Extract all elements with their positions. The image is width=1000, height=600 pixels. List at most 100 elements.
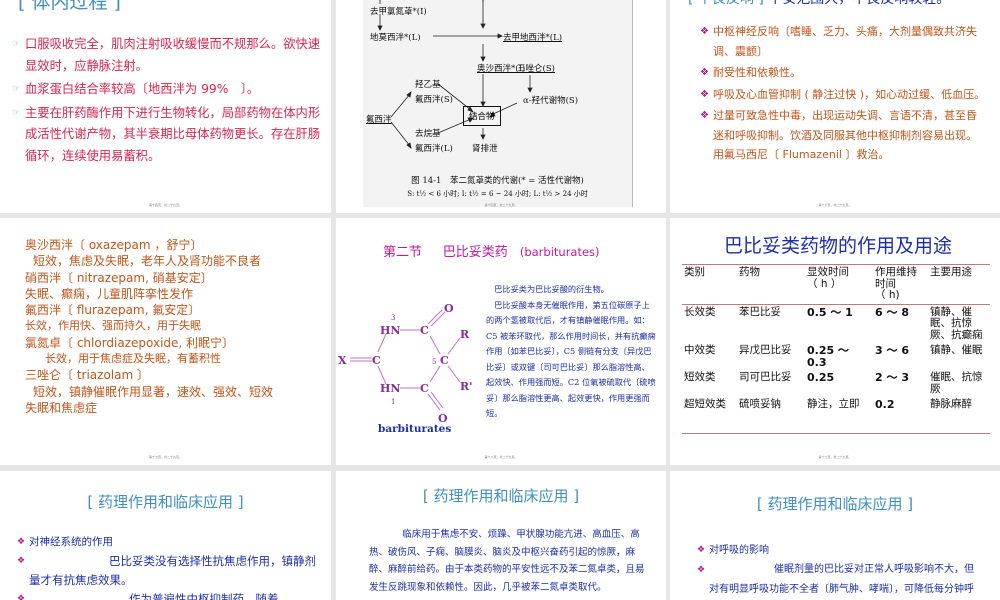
figure-caption: 图 14-1 苯二氮䓬类的代谢(* = 活性代谢物) (411, 176, 584, 186)
column-header: 显效时间（ h ） (807, 266, 849, 290)
table-row: 长效类 苯巴比妥 0.5 ～ 1 6 ～ 8 镇静、催眠、抗惊厥、抗癫痫 (684, 305, 983, 341)
section-title: 第二节 巴比妥类药 (barbiturates) (383, 245, 600, 260)
scanned-diagram: 去甲氯氮䓬*(I) 地莫西泮*(L) 去甲地西泮*(L) 奥沙西泮*(I) 三唑… (363, 0, 633, 207)
svg-text:X: X (338, 354, 347, 367)
bullet-list: ☞口服吸收完全，肌肉注射吸收缓慢而不规那么。欲快速显效时，应静脉注射。 ☞血浆蛋… (12, 34, 323, 169)
bullet-item: ❖呼吸及心血管抑制 ( 静注过快 )，如心动过缓、低血压。 (700, 85, 986, 105)
slide-barbiturates-intro[interactable]: 第二节 巴比妥类药 (barbiturates) X C HN HN C C C… (336, 218, 666, 465)
bullet-item: ☞血浆蛋白结合率较高〔地西泮为 99% 〕。 (12, 79, 323, 101)
four-diamond-icon: ❖ (697, 565, 706, 575)
four-diamond-icon: ❖ (17, 537, 26, 547)
slide-footer: 第十九页，共二十九页。 (818, 455, 852, 459)
drug-desc: 长效，用于焦虑症及失眠，有蓄积性 (45, 352, 221, 366)
drug-name: 奥沙西泮〔 oxazepam ，舒宁〕 (25, 238, 203, 252)
drug-name: 三唑仑〔 triazolam 〕 (25, 368, 149, 383)
svg-text:R: R (460, 328, 470, 341)
slide-pharmacokinetics[interactable]: [ 体内过程 ] ☞口服吸收完全，肌肉注射吸收缓慢而不规那么。欲快速显效时，应静… (0, 0, 331, 213)
barbiturates-table: 类别 药物 显效时间（ h ） 作用维持时间（ h) 主要用途 长效类 苯巴比妥… (682, 264, 990, 434)
node-demoxepam: 地莫西泮*(L) (370, 33, 421, 43)
node-conjugate: 结合物 (463, 106, 501, 126)
node-triazolam: 三唑仑(S) (517, 64, 555, 74)
drug-desc: 失眠、癫痫，儿童肌阵挛性发作 (25, 286, 194, 301)
intro-paragraph: 巴比妥类为巴比妥酸的衍生物。 巴比妥酸本身无催眠作用，第五位碳原子上的两个氢被取… (486, 284, 656, 418)
node-dealkyl-flurazepam: 氟西泮(L) (415, 144, 453, 154)
bullet-item: ❖过量可致急性中毒，出现运动失调、言语不清，甚至昏迷和呼吸抑制。饮酒及同服其他中… (700, 106, 986, 165)
drug-name: 氟西泮〔 flurazepam, 氟安定〕 (25, 303, 201, 318)
svg-text:C: C (420, 382, 429, 395)
svg-text:HN: HN (380, 382, 400, 395)
four-diamond-icon: ❖ (17, 556, 26, 566)
barbiturate-structure-diagram: X C HN HN C C C O O R R' 3 1 5 (338, 302, 473, 425)
table-row: 中效类 异戊巴比妥 0.25 ～ 0.3 3 ～ 6 镇静、催眠 (684, 344, 983, 369)
four-diamond-icon: ❖ (700, 88, 709, 100)
column-header: 作用维持时间（ h) (875, 266, 917, 301)
drug-desc: 失眠和焦虑症 (25, 400, 98, 415)
diagram-arrows (377, 0, 533, 149)
node-renal-excretion: 肾排泄 (472, 144, 498, 154)
node-hydroxyethyl: 羟乙基 (415, 80, 441, 90)
svg-text:O: O (444, 302, 454, 315)
table-header-row: 类别 药物 显效时间（ h ） 作用维持时间（ h) 主要用途 (682, 264, 990, 304)
column-header: 药物 (739, 266, 760, 278)
drug-desc: 短效，镇静催眠作用显著，速效、强效、短效 (33, 384, 274, 399)
slide-heading: [ 药理作用和临床应用 ] (422, 487, 580, 505)
slide-footer: 第十八页，共二十九页。 (484, 455, 518, 459)
svg-text:1: 1 (391, 398, 395, 406)
four-diamond-icon: ❖ (17, 594, 26, 600)
pointing-hand-icon: ☞ (12, 39, 21, 49)
clinical-use-paragraph: 临床用于焦虑不安、烦躁、甲状腺功能亢进、高血压、高热、破伤风、子痫、脑膜炎、脑炎… (369, 529, 645, 593)
bullet-item: ❖作为普遍性中枢抑制药，随着 (17, 590, 316, 600)
column-header: 主要用途 (930, 266, 972, 278)
slide-title: 巴比妥类药物的作用及用途 (724, 235, 953, 257)
node-oxazepam: 奥沙西泮*(I) (477, 64, 526, 74)
slide-drug-list[interactable]: 奥沙西泮〔 oxazepam ，舒宁〕 短效，焦虑及失眠，老年人及肾功能不良者 … (0, 218, 331, 465)
pointing-hand-icon: ☞ (12, 107, 21, 118)
node-alpha-hydroxy: α-羟代谢物(S) (523, 96, 579, 106)
bullet-item: ☞主要在肝药酶作用下进行生物转化，局部药物在体内形成活性代谢产物，其半衰期比母体… (12, 103, 323, 168)
slide-footer: 第十四页，共二十九页。 (148, 203, 182, 207)
slide-heading: [ 不良反响 ] 不安范围大，不良反响较轻。 (688, 0, 950, 8)
svg-text:5: 5 (432, 358, 436, 366)
bullet-item: ☞口服吸收完全，肌肉注射吸收缓慢而不规那么。欲快速显效时，应静脉注射。 (12, 34, 323, 77)
bullet-item: ❖耐受性和依赖性。 (700, 63, 986, 83)
table-row: 超短效类 硫喷妥钠 静注，立即 0.2 静脉麻醉 (682, 397, 990, 433)
drug-name: 硝西泮〔 nitrazepam, 硝基安定〕 (25, 270, 213, 285)
drug-name: 氯氮卓〔 chlordiazepoxide, 利眠宁〕 (25, 335, 235, 350)
slide-pharmacology-clinical-use[interactable]: [ 药理作用和临床应用 ] 临床用于焦虑不安、烦躁、甲状腺功能亢进、高血压、高热… (336, 471, 666, 600)
bullet-item: ❖中枢神经反响〔嗜睡、乏力、头痛，大剂量偶致共济失调、震颤〕 (700, 22, 986, 61)
slide-metabolism-diagram[interactable]: 去甲氯氮䓬*(I) 地莫西泮*(L) 去甲地西泮*(L) 奥沙西泮*(I) 三唑… (336, 0, 666, 213)
structure-label: barbiturates (378, 423, 452, 435)
node-dealkyl: 去烷基 (415, 129, 441, 139)
bullet-list: ❖对神经系统的作用 ❖巴比妥类没有选择性抗焦虑作用，镇静剂量才有抗焦虑效果。 ❖… (17, 533, 316, 600)
column-header: 类别 (684, 266, 705, 278)
slide-footer: 第十七页，共二十九页。 (148, 455, 182, 459)
slide-pharmacology-nervous-system[interactable]: [ 药理作用和临床应用 ] ❖对神经系统的作用 ❖巴比妥类没有选择性抗焦虑作用，… (0, 471, 331, 600)
four-diamond-icon: ❖ (700, 26, 709, 37)
drug-list: 奥沙西泮〔 oxazepam ，舒宁〕 短效，焦虑及失眠，老年人及肾功能不良者 … (25, 237, 273, 416)
figure-subcaption: S: t½ < 6 小时; I: t½ = 6 ~ 24 小时; L: t½ >… (407, 190, 588, 198)
svg-text:C: C (420, 324, 429, 337)
bullet-item: ❖巴比妥类没有选择性抗焦虑作用，镇静剂量才有抗焦虑效果。 (17, 554, 316, 587)
table-row: 短效类 司可巴比妥 0.25 2 ～ 3 催眠、抗惊厥 (684, 371, 983, 395)
slide-footer: 第十六页，共二十九页。 (818, 203, 852, 207)
svg-text:C: C (440, 354, 449, 367)
slide-pharmacology-respiration[interactable]: [ 药理作用和临床应用 ] ❖对呼吸的影响 ❖催眠剂量的巴比妥对正常人呼吸影响不… (670, 471, 1000, 600)
four-diamond-icon: ❖ (697, 545, 706, 555)
slide-heading: [ 体内过程 ] (18, 0, 121, 13)
node-nordiazepam: 去甲地西泮*(L) (503, 33, 563, 43)
svg-text:HN: HN (380, 324, 400, 337)
bullet-item: ❖对呼吸的影响 (697, 541, 982, 560)
bullet-list: ❖中枢神经反响〔嗜睡、乏力、头痛，大剂量偶致共济失调、震颤〕 ❖耐受性和依赖性。… (700, 22, 986, 167)
slide-barbiturates-table[interactable]: 巴比妥类药物的作用及用途 类别 药物 显效时间（ h ） 作用维持时间（ h) … (670, 218, 1000, 465)
node-desmethylchlordiazepoxide: 去甲氯氮䓬*(I) (370, 7, 427, 17)
slide-heading: [ 药理作用和临床应用 ] (756, 495, 914, 513)
slide-adverse-reactions[interactable]: [ 不良反响 ] 不安范围大，不良反响较轻。 ❖中枢神经反响〔嗜睡、乏力、头痛，… (670, 0, 1000, 213)
svg-text:O: O (438, 412, 448, 425)
node-hydroxyethyl-flurazepam: 氟西泮(S) (415, 95, 453, 105)
svg-text:C: C (372, 354, 381, 367)
svg-text:R': R' (460, 380, 473, 393)
svg-text:3: 3 (391, 314, 395, 322)
pointing-hand-icon: ☞ (12, 84, 21, 94)
node-flurazepam: 氟西泮 (366, 115, 392, 125)
slide-heading: [ 药理作用和临床应用 ] (87, 493, 244, 511)
